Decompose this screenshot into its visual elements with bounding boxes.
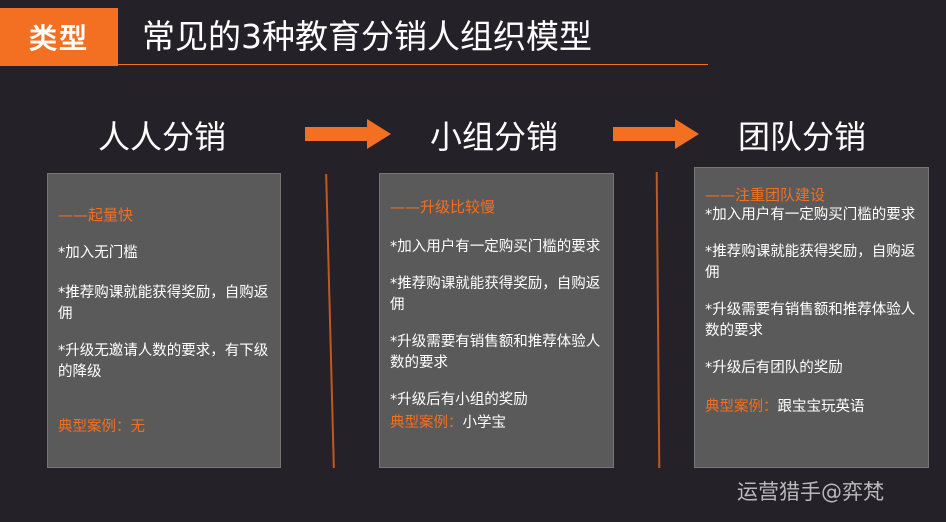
card-bullet: *加入用户有一定购买门槛的要求 [390,239,601,255]
right-arrow-icon [305,119,391,149]
title-underline [118,64,708,65]
case-example: 典型案例：跟宝宝玩英语 [705,395,918,416]
card-highlight: ——注重团队建设 [705,186,826,204]
case-value: 跟宝宝玩英语 [777,399,865,415]
case-example: 典型案例：小学宝 [390,411,603,432]
column-title-2: 小组分销 [430,118,559,156]
case-value: 小学宝 [462,415,507,431]
card-bullet: *加入无门槛 [58,245,138,261]
watermark: 运营猎手@弈梵 [737,480,884,504]
column-title-1: 人人分销 [98,118,227,156]
card-highlight: ——起量快 [58,206,134,224]
case-label: 典型案例： [390,415,463,431]
card-bullet: *加入用户有一定购买门槛的要求 [705,207,916,223]
card-highlight: ——升级比较慢 [390,198,496,216]
card-bullet: *升级需要有销售额和推荐体验人数的要求 [390,334,601,371]
card-bullet: *升级需要有销售额和推荐体验人数的要求 [705,302,916,339]
card-bullet: *推荐购课就能获得奖励，自购返佣 [705,244,916,281]
case-example: 典型案例：无 [58,415,270,436]
card-bullet: *推荐购课就能获得奖励，自购返佣 [58,285,269,322]
model-card-3: ——注重团队建设 *加入用户有一定购买门槛的要求 *推荐购课就能获得奖励，自购返… [694,167,929,468]
card-bullet: *推荐购课就能获得奖励，自购返佣 [390,276,601,313]
category-tag: 类型 [0,8,118,66]
case-value: 无 [130,419,146,435]
column-divider [655,171,661,469]
model-card-1: ——起量快 *加入无门槛 *推荐购课就能获得奖励，自购返佣 *升级无邀请人数的要… [47,173,281,468]
case-label: 典型案例： [58,419,131,435]
right-arrow-icon [613,119,699,149]
column-title-3: 团队分销 [738,118,867,156]
card-bullet: *升级无邀请人数的要求，有下级的降级 [58,343,269,380]
slide-title: 常见的3种教育分销人组织模型 [142,17,592,56]
card-bullet: *升级后有小组的奖励 [390,392,528,408]
column-divider [325,174,335,468]
case-label: 典型案例： [705,399,778,415]
model-card-2: ——升级比较慢 *加入用户有一定购买门槛的要求 *推荐购课就能获得奖励，自购返佣… [379,173,614,468]
card-bullet: *升级后有团队的奖励 [705,360,843,376]
